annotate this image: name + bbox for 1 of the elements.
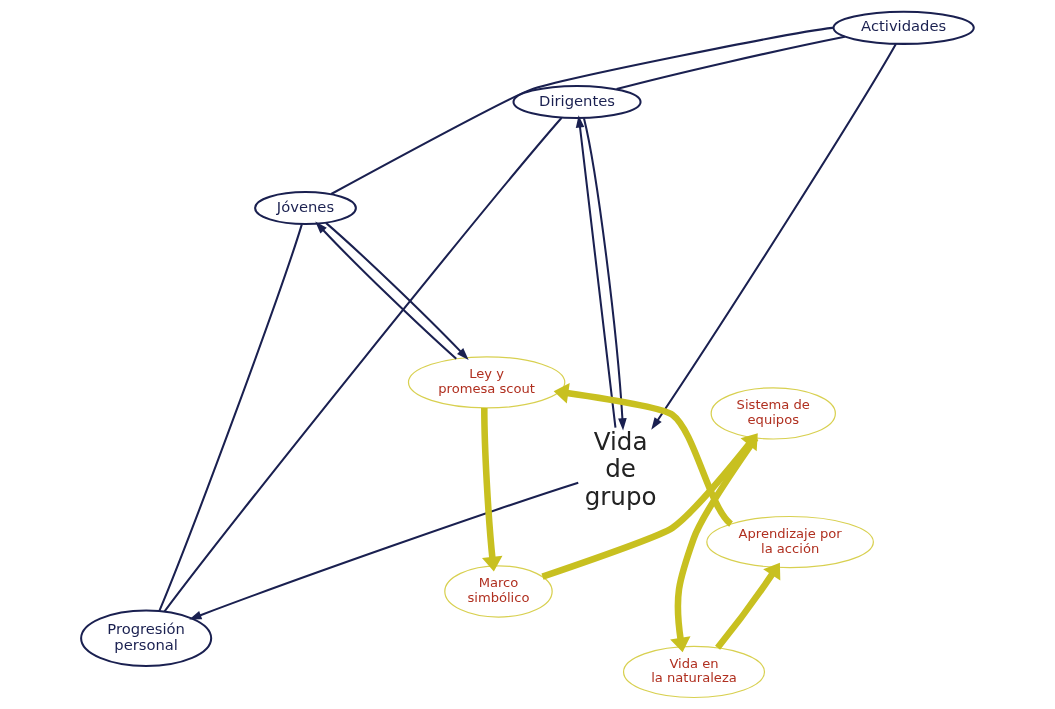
node-text: Vida de grupo [584,427,657,511]
